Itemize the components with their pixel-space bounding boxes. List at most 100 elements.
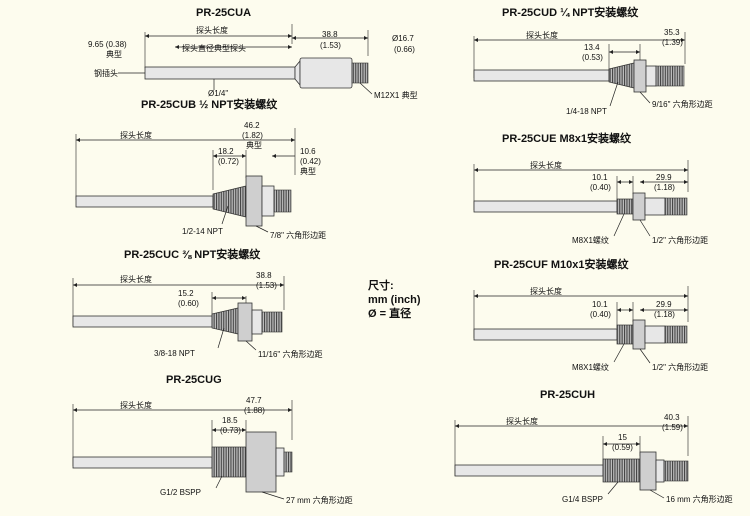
cuf-probe-length: 探头长度 (530, 286, 562, 296)
cug-neck (275, 447, 285, 477)
cub-dim-46-2: 46.2 (244, 121, 260, 130)
cuf-dim-10-1: 10.1 (592, 300, 608, 309)
cug-dim-0-73: (0.73) (220, 426, 241, 435)
section-cub: PR-25CUB ½ NPT安装螺纹 探头长度 46.2 (1.82) 典型 1… (75, 97, 326, 240)
cug-dim-47-7: 47.7 (246, 396, 262, 405)
cue-title: PR-25CUE M8x1安装螺纹 (502, 131, 632, 145)
cuc-thread (261, 311, 283, 333)
cuh-dim-15: 15 (618, 433, 627, 442)
cue-hex-label: 1/2" 六角形边距 (652, 235, 708, 245)
cuh-dim-40-3: 40.3 (664, 413, 680, 422)
cub-probe-length: 探头长度 (120, 130, 152, 140)
cub-npt-thread (212, 185, 247, 218)
cud-thread (655, 65, 685, 87)
section-cud: PR-25CUD ¼ NPT安装螺纹 探头长度 35.3 (1.39) 13.4… (473, 5, 713, 116)
cue-dim-1-18: (1.18) (654, 183, 675, 192)
cud-neck (645, 65, 657, 87)
cub-dim-0-72: (0.72) (218, 157, 239, 166)
cuh-thread (663, 460, 689, 482)
cua-probe-length: 探头长度 (196, 25, 228, 35)
cug-probe-length: 探头长度 (120, 400, 152, 410)
cuf-probe-stem (473, 328, 618, 341)
cug-hex (245, 431, 277, 493)
cuc-npt-label: 3/8-18 NPT (154, 349, 195, 358)
cub-npt-label: 1/2-14 NPT (182, 227, 223, 236)
cue-dim-0-40: (0.40) (590, 183, 611, 192)
cud-npt-label: 1/4-18 NPT (566, 107, 607, 116)
cua-diameter: Ø1/4" (208, 89, 228, 98)
cug-bspp-label: G1/2 BSPP (160, 488, 201, 497)
cug-dim-1-88: (1.88) (244, 406, 265, 415)
cua-tip-label: 钢插头 (94, 68, 118, 78)
cuh-dim-1-59: (1.59) (662, 423, 683, 432)
cug-probe-stem (72, 456, 213, 469)
cuh-bspp-thread (602, 458, 641, 483)
cub-dim-18-2: 18.2 (218, 147, 234, 156)
cua-title: PR-25CUA (196, 7, 251, 19)
cub-probe-stem (75, 195, 214, 208)
cua-dim-1-53: (1.53) (320, 41, 341, 50)
cuc-probe-stem (72, 315, 213, 328)
cuf-m10-label: M8X1螺纹 (572, 362, 609, 372)
cud-dim-13-4: 13.4 (584, 43, 600, 52)
cub-dim-0-42: (0.42) (300, 157, 321, 166)
cud-title: PR-25CUD ¼ NPT安装螺纹 (502, 5, 639, 19)
cuh-dim-0-59: (0.59) (612, 443, 633, 452)
cue-thread (664, 197, 688, 216)
cue-probe-stem (473, 200, 618, 213)
cuf-body (644, 325, 666, 344)
cue-dim-10-1: 10.1 (592, 173, 608, 182)
cue-m8-thread (616, 198, 634, 215)
cuh-title: PR-25CUH (540, 389, 595, 401)
cua-thread-label: M12X1 典型 (374, 90, 418, 100)
cue-dim-29-9: 29.9 (656, 173, 672, 182)
cuc-neck (251, 309, 263, 335)
section-cuc: PR-25CUC ⅜ NPT安装螺纹 探头长度 38.8 (1.53) 15.2… (72, 247, 323, 359)
cua-typical: 典型 (106, 49, 122, 59)
cua-dim-38-8: 38.8 (322, 30, 338, 39)
cuc-npt-thread (211, 307, 239, 335)
cua-dim-16-7: Ø16.7 (392, 34, 414, 43)
cuc-dim-38-8: 38.8 (256, 271, 272, 280)
cua-diameter-note: 探头直径典型探头 (182, 43, 246, 53)
cuf-hex (632, 319, 646, 350)
cub-neck (261, 185, 275, 217)
cua-dim-0-66: (0.66) (394, 45, 415, 54)
cud-dim-0-53: (0.53) (582, 53, 603, 62)
cuh-hex (639, 451, 657, 491)
cud-dim-35-3: 35.3 (664, 28, 680, 37)
cuc-title: PR-25CUC ⅜ NPT安装螺纹 (124, 247, 261, 261)
cua-dim-9-65: 9.65 (0.38) (88, 40, 127, 49)
cub-dim-10-6: 10.6 (300, 147, 316, 156)
cub-dim-1-82: (1.82) (242, 131, 263, 140)
cue-probe-length: 探头长度 (530, 160, 562, 170)
section-cua: PR-25CUA 探头长度 探头直径典型探头 38.8 (1.53) 9.65 … (88, 7, 418, 100)
cuc-hex (237, 302, 253, 342)
cuf-dim-1-18: (1.18) (654, 310, 675, 319)
cue-body (644, 197, 666, 216)
cud-probe-length: 探头长度 (526, 30, 558, 40)
units-title: 尺寸: (368, 278, 394, 292)
cub-title: PR-25CUB ½ NPT安装螺纹 (141, 97, 278, 111)
cud-dim-1-39: (1.39) (662, 38, 683, 47)
cug-title: PR-25CUG (166, 374, 222, 386)
cua-taper (294, 59, 301, 87)
cua-probe-stem (144, 66, 296, 80)
cub-hex-label: 7/8" 六角形边距 (270, 230, 326, 240)
units-legend: 尺寸: mm (inch) Ø = 直径 (368, 278, 421, 320)
cud-hex (633, 59, 647, 93)
units-diameter: Ø = 直径 (368, 306, 411, 320)
section-cuh: PR-25CUH 探头长度 40.3 (1.59) 15 (0.59) G1/4… (454, 389, 733, 504)
cuf-thread (664, 325, 688, 344)
cub-thread (273, 189, 292, 213)
cuf-dim-29-9: 29.9 (656, 300, 672, 309)
section-cuf: PR-25CUF M10x1安装螺纹 探头长度 10.1 (0.40) 29.9… (473, 257, 708, 372)
cug-hex-label: 27 mm 六角形边距 (286, 495, 353, 505)
cug-dim-18-5: 18.5 (222, 416, 238, 425)
cuh-neck (655, 459, 665, 483)
cuc-probe-length: 探头长度 (120, 274, 152, 284)
cug-thread (283, 451, 293, 473)
cub-typical-2: 典型 (300, 166, 316, 176)
